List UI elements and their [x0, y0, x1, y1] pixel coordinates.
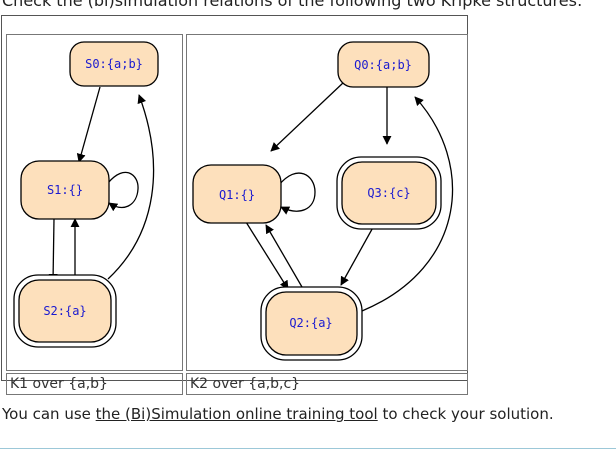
- footer-prefix: You can use: [2, 405, 96, 423]
- bottom-divider: [0, 448, 616, 449]
- state-q3: Q3:{c}: [336, 156, 442, 230]
- state-q1: Q1:{}: [192, 164, 282, 224]
- state-q2: Q2:{a}: [260, 286, 363, 361]
- edge-s1-s2: [48, 218, 58, 283]
- edge-s0-s1: [76, 86, 101, 163]
- edge-s1-s1-loop: [107, 171, 139, 212]
- state-s2: S2:{a}: [13, 274, 117, 348]
- state-q0-label: Q0:{a;b}: [354, 58, 412, 72]
- kripke-structures-table: S0:{a;b} S1:{} S2:{a}: [1, 15, 468, 395]
- simulation-tool-link[interactable]: the (Bi)Simulation online training tool: [95, 405, 378, 423]
- k2-diagram-cell: Q0:{a;b} Q1:{} Q3:{c} Q2:{a}: [186, 34, 468, 371]
- state-s1-label: S1:{}: [47, 183, 83, 197]
- edge-q1-q1-loop: [278, 172, 316, 215]
- edge-s2-s0: [107, 94, 155, 280]
- edge-q3-q2: [340, 221, 377, 286]
- k1-caption: K1 over {a,b}: [6, 373, 183, 395]
- edge-q0-q1: [270, 81, 345, 152]
- edge-q2-q1: [265, 224, 303, 288]
- k1-diagram: S0:{a;b} S1:{} S2:{a}: [13, 41, 159, 348]
- edge-q2-q0: [361, 96, 454, 312]
- state-s0-label: S0:{a;b}: [85, 57, 143, 71]
- state-s0: S0:{a;b}: [69, 41, 159, 87]
- k2-diagram: Q0:{a;b} Q1:{} Q3:{c} Q2:{a}: [192, 41, 454, 361]
- state-q2-label: Q2:{a}: [289, 316, 332, 330]
- footer-suffix: to check your solution.: [377, 405, 554, 423]
- footer-text: You can use the (Bi)Simulation online tr…: [2, 405, 554, 423]
- state-q1-label: Q1:{}: [219, 188, 255, 202]
- k2-caption: K2 over {a,b,c}: [186, 373, 468, 395]
- state-s1: S1:{}: [20, 160, 110, 220]
- k1-diagram-cell: S0:{a;b} S1:{} S2:{a}: [6, 34, 183, 371]
- state-s2-label: S2:{a}: [43, 304, 86, 318]
- state-q0: Q0:{a;b}: [337, 41, 430, 88]
- instruction-heading: Check the (bi)simulation relations of th…: [2, 0, 583, 10]
- edge-q1-q2: [245, 221, 289, 290]
- state-q3-label: Q3:{c}: [367, 186, 410, 200]
